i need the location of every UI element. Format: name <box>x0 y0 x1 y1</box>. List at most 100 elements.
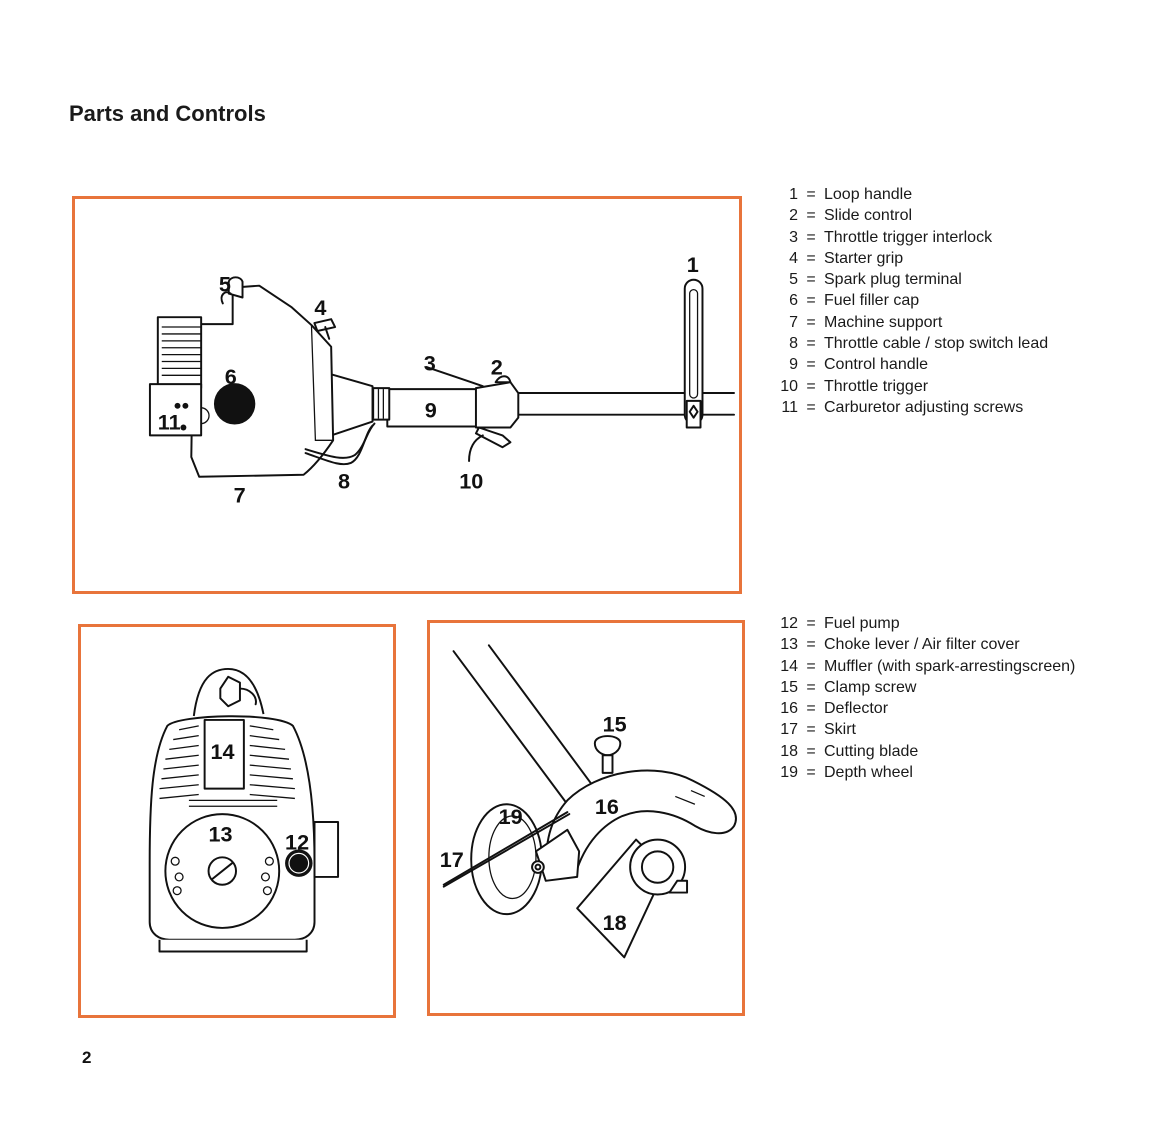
carb-screw-2 <box>182 402 189 409</box>
legend-eq: = <box>806 356 816 374</box>
figure-engine-rear-view: 12 13 14 <box>78 624 396 1018</box>
legend-item: 13=Choke lever / Air filter cover <box>772 634 1075 655</box>
legend-item: 2 = Slide control <box>772 205 1048 226</box>
legend-label: Starter grip <box>824 249 904 267</box>
legend-num: 14 <box>780 657 798 675</box>
figure-side-view: 1 2 3 4 5 6 7 8 9 10 11 <box>72 196 742 594</box>
legend-num: 7 <box>789 313 798 331</box>
legend-num: 6 <box>789 292 798 310</box>
legend-num: 1 <box>789 186 798 203</box>
engine-rear-drawing: 12 13 14 <box>148 667 340 953</box>
callout-12: 12 <box>285 829 309 854</box>
legend-label: Throttle trigger interlock <box>824 228 993 246</box>
callout-15: 15 <box>603 712 627 737</box>
legend-label: Control handle <box>824 356 929 374</box>
engine-body-drawing <box>190 284 335 478</box>
legend-eq: = <box>806 292 816 310</box>
callout-19: 19 <box>499 804 523 829</box>
legend-eq: = <box>806 764 816 782</box>
legend-num: 10 <box>780 377 798 395</box>
legend-eq: = <box>806 700 816 718</box>
legend-eq: = <box>806 636 816 654</box>
legend-num: 16 <box>780 700 798 718</box>
legend-label: Loop handle <box>824 186 913 203</box>
legend-eq: = <box>806 377 816 395</box>
legend-eq: = <box>806 615 816 632</box>
edger-shaft-line-2 <box>487 644 596 790</box>
page-number: 2 <box>82 1048 92 1067</box>
legend-eq: = <box>806 742 816 760</box>
legend-item: 7=Machine support <box>772 312 1048 333</box>
legend-label: Fuel filler cap <box>824 292 920 310</box>
legend-item: 1 = Loop handle <box>772 184 1048 205</box>
legend-label: Machine support <box>824 313 943 331</box>
legend-label: Cutting blade <box>824 742 919 760</box>
legend-num: 3 <box>789 228 798 246</box>
skirt-drawing <box>442 813 571 888</box>
carb-screw-3 <box>180 424 187 431</box>
legend-eq: = <box>806 228 816 246</box>
legend-label: Throttle cable / stop switch lead <box>824 335 1049 353</box>
spark-plug-terminal-drawing <box>227 276 244 299</box>
legend-item: 5 = Spark plug terminal <box>772 269 1048 290</box>
legend-item: 3 = Throttle trigger interlock <box>772 227 1048 248</box>
fan-housing <box>156 316 203 390</box>
legend-label: Clamp screw <box>824 678 917 696</box>
legend-eq: = <box>806 721 816 739</box>
legend-eq: = <box>806 657 816 675</box>
legend-item: 9 = Control handle <box>772 354 1048 375</box>
callout-16: 16 <box>595 794 619 819</box>
legend-num: 8 <box>789 335 798 353</box>
legend-eq: = <box>806 335 816 353</box>
legend-label: Depth wheel <box>824 764 913 782</box>
legend-num: 4 <box>789 249 798 267</box>
callout-2: 2 <box>491 354 503 379</box>
legend-eq: = <box>806 271 816 289</box>
edger-drawing: 15 16 17 18 19 <box>440 644 737 959</box>
legend-label: Throttle trigger <box>824 377 929 395</box>
legend-item: 4 = Starter grip <box>772 248 1048 269</box>
carburetor-box <box>148 383 203 437</box>
legend-item: 19=Depth wheel <box>772 762 1075 783</box>
legend-num: 17 <box>780 721 798 739</box>
parts-legend-top: 1 = Loop handle 2 = Slide control 3 = Throttle t… <box>772 184 1048 418</box>
legend-item: 18 = Cutting blade <box>772 741 1075 762</box>
page-title: Parts and Controls <box>69 101 266 126</box>
legend-eq: = <box>806 678 816 696</box>
legend-eq: = <box>806 398 816 416</box>
figure-edger-detail: 15 16 17 18 19 <box>427 620 745 1016</box>
callout-3: 3 <box>424 350 436 375</box>
callout-8: 8 <box>338 469 350 494</box>
callout-17: 17 <box>440 847 464 872</box>
legend-label: Carburetor adjusting screws <box>824 398 1024 416</box>
legend-num: 9 <box>789 356 798 374</box>
legend-label: Slide control <box>824 207 913 225</box>
legend-label: Skirt <box>824 721 856 739</box>
legend-item: 16=Deflector <box>772 698 1075 719</box>
callout-13: 13 <box>209 822 233 847</box>
legend-num: 18 <box>780 742 798 760</box>
callout-14: 14 <box>211 739 235 764</box>
legend-num: 5 <box>789 271 798 289</box>
callout-7: 7 <box>234 482 246 507</box>
edger-shaft-line-1 <box>452 650 569 806</box>
legend-label: Spark plug terminal <box>824 271 962 289</box>
legend-label: Choke lever / Air filter cover <box>824 636 1020 654</box>
callout-9: 9 <box>425 398 437 423</box>
legend-label: Fuel pump <box>824 615 900 632</box>
legend-eq: = <box>806 249 816 267</box>
callout-6: 6 <box>225 364 237 389</box>
carb-screw-1 <box>174 402 181 409</box>
legend-item: 10 = Throttle trigger <box>772 376 1048 397</box>
starter-grip-drawing <box>313 318 337 332</box>
legend-num: 2 <box>789 207 798 225</box>
muffler-drawing <box>203 718 245 790</box>
legend-eq: = <box>806 186 816 203</box>
legend-eq: = <box>806 207 816 225</box>
callout-1: 1 <box>687 252 699 277</box>
clamp-screw-drawing <box>593 735 622 757</box>
legend-item: 11=Carburetor adjusting screws <box>772 397 1048 418</box>
callout-5: 5 <box>219 272 231 297</box>
legend-item: 6 = Fuel filler cap <box>772 290 1048 311</box>
